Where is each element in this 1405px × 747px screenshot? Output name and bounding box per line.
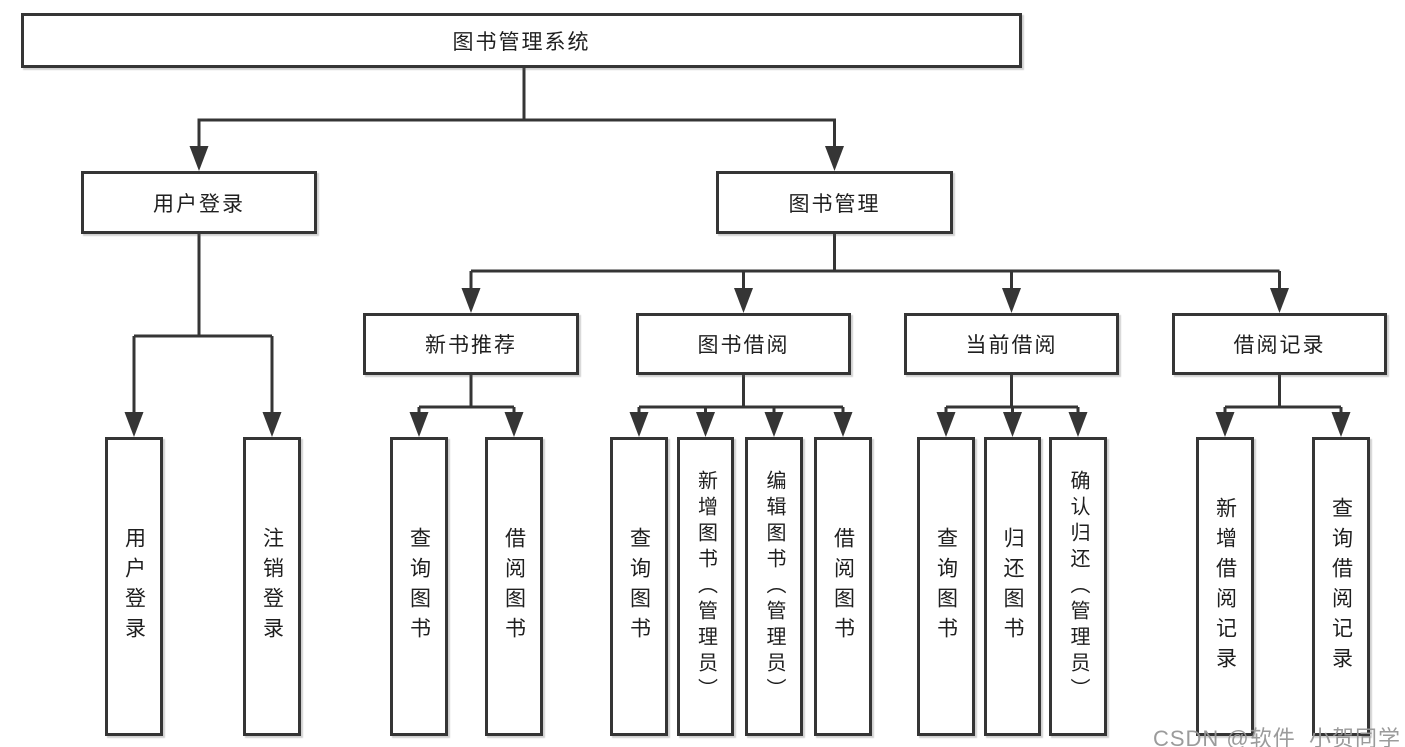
connector-root [197, 68, 836, 148]
node-label: 图书管理系统 [452, 30, 591, 54]
leaf-label: 查询图书 [934, 526, 958, 647]
leaf-logout: 注销登录 [243, 437, 301, 736]
leaf-label: 查询图书 [407, 526, 431, 647]
node-label: 用户登录 [153, 192, 245, 216]
leaf-user-login: 用户登录 [105, 437, 163, 736]
node-book-management: 图书管理 [716, 171, 953, 234]
leaf-confirm-return-admin: 确认归还（管理员） [1049, 437, 1107, 736]
leaf-query-books-current: 查询图书 [917, 437, 975, 736]
connector-book-management [469, 234, 1281, 290]
leaf-return-book: 归还图书 [984, 437, 1041, 736]
leaf-add-borrow-record: 新增借阅记录 [1196, 437, 1254, 736]
leaf-edit-book-admin: 编辑图书（管理员） [745, 437, 803, 736]
leaf-label: 查询图书 [627, 526, 651, 647]
leaf-label: 注销登录 [260, 526, 284, 647]
node-label: 图书借阅 [697, 334, 790, 357]
connector-new-book-recommend [417, 375, 516, 414]
leaf-label: 查询借阅记录 [1329, 496, 1353, 677]
leaf-label: 借阅图书 [502, 526, 526, 647]
node-user-login: 用户登录 [81, 171, 317, 234]
leaf-borrow-books: 借阅图书 [814, 437, 872, 736]
node-label: 新书推荐 [425, 334, 517, 357]
node-borrow-records: 借阅记录 [1172, 313, 1387, 375]
leaf-borrow-books-recommend: 借阅图书 [485, 437, 543, 736]
leaf-label: 用户登录 [122, 526, 146, 647]
leaf-query-books-recommend: 查询图书 [390, 437, 448, 736]
node-label: 借阅记录 [1233, 334, 1326, 357]
node-current-borrow: 当前借阅 [904, 313, 1119, 375]
connector-borrow-records [1223, 375, 1343, 414]
leaf-label: 新增图书（管理员） [694, 469, 717, 704]
arrowheads [124, 146, 1351, 437]
leaf-label: 新增借阅记录 [1213, 496, 1237, 677]
leaf-label: 归还图书 [1001, 526, 1024, 647]
connector-current-borrow [944, 375, 1080, 414]
node-label: 图书管理 [788, 192, 881, 216]
leaf-query-borrow-record: 查询借阅记录 [1312, 437, 1370, 736]
leaf-label: 编辑图书（管理员） [763, 469, 785, 704]
leaf-label: 确认归还（管理员） [1067, 469, 1089, 704]
node-label: 当前借阅 [965, 334, 1058, 357]
connector-user-login [132, 234, 274, 414]
leaf-label: 借阅图书 [831, 526, 855, 647]
leaf-query-books-borrow: 查询图书 [610, 437, 668, 736]
csdn-watermark: CSDN @软件_小贺同学 [1152, 726, 1401, 747]
node-book-borrow: 图书借阅 [636, 313, 851, 375]
leaf-add-book-admin: 新增图书（管理员） [677, 437, 734, 736]
connector-book-borrow [637, 375, 845, 414]
node-root-system: 图书管理系统 [21, 13, 1022, 68]
node-new-book-recommend: 新书推荐 [363, 313, 579, 375]
